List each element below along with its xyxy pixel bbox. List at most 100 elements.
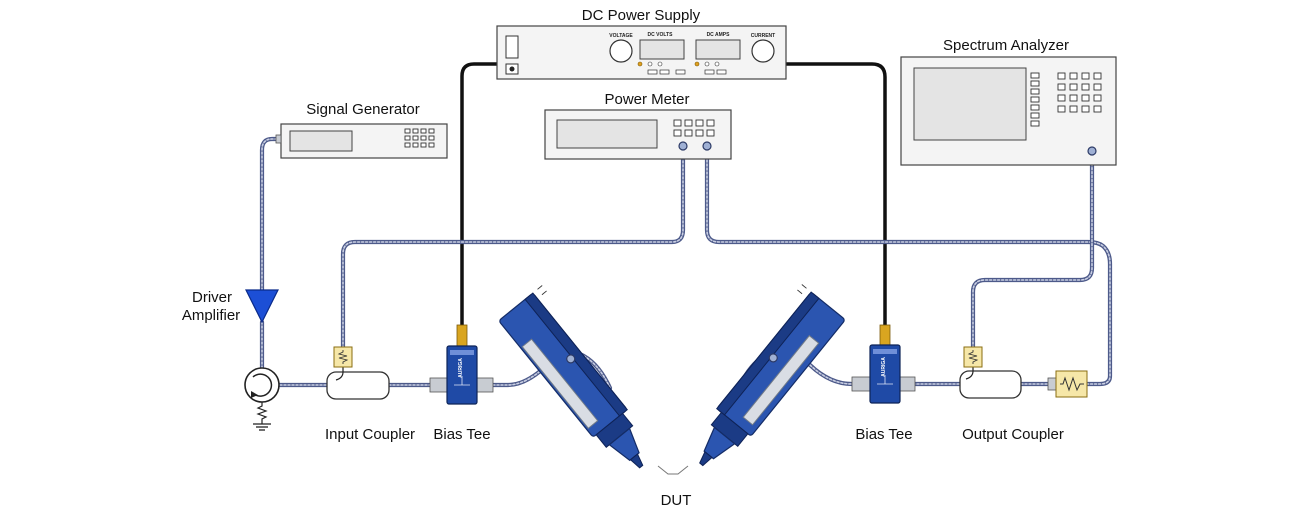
- spectrum-analyzer-key: [1069, 72, 1078, 80]
- driver-amplifier: Driver Amplifier: [182, 289, 279, 324]
- spectrum-analyzer-key: [1093, 72, 1102, 80]
- output-coupler-label: Output Coupler: [962, 426, 1064, 443]
- coax-siggen-to-driver: [259, 136, 284, 293]
- bias-tee-right-brand: AURIGA: [881, 357, 887, 377]
- output-coupler: Output Coupler: [959, 346, 1064, 443]
- dut: DUT: [657, 465, 692, 509]
- power-meter-key: [695, 119, 704, 127]
- spectrum-analyzer-softkey: [1030, 120, 1040, 127]
- spectrum-analyzer-softkey: [1030, 104, 1040, 111]
- probe-left-slide: [521, 338, 599, 430]
- spectrum-analyzer-key: [1093, 105, 1102, 113]
- spectrum-analyzer-key: [1081, 105, 1090, 113]
- signal-generator-keypad: [404, 128, 435, 148]
- probe-left-body: [499, 293, 627, 437]
- probe-left: [499, 285, 644, 469]
- bias-tee-left-body: [446, 345, 478, 405]
- circulator-termination: [253, 402, 271, 431]
- current-knob-label: CURRENT: [751, 33, 775, 39]
- bias-tee-left-brand: AURIGA: [458, 358, 464, 378]
- circulator: [244, 367, 280, 431]
- output-attenuator: [1047, 370, 1088, 398]
- driver-amplifier-triangle: [245, 289, 279, 324]
- signal-generator-key: [420, 135, 427, 141]
- spectrum-analyzer-softkeys: [1030, 72, 1040, 127]
- probe-right-slide: [742, 334, 820, 426]
- voltage-knob-label: VOLTAGE: [609, 33, 633, 39]
- dc-cable-left: [460, 62, 499, 328]
- bias-tee-left-label: Bias Tee: [433, 426, 490, 443]
- power-switch: [505, 35, 519, 59]
- input-coupler-label: Input Coupler: [325, 426, 415, 443]
- dc-volts-display: [639, 39, 685, 60]
- spectrum-analyzer-key: [1069, 94, 1078, 102]
- power-meter-key: [706, 119, 715, 127]
- spectrum-analyzer-key: [1057, 105, 1066, 113]
- bias-tee-right-body: [869, 344, 901, 404]
- signal-generator-key: [412, 135, 419, 141]
- dc-cable-right: [784, 62, 887, 328]
- signal-generator-key: [428, 128, 435, 134]
- spectrum-analyzer-key: [1057, 94, 1066, 102]
- signal-generator-key: [428, 142, 435, 148]
- dut-label: DUT: [661, 492, 692, 509]
- signal-generator-key: [404, 128, 411, 134]
- spectrum-analyzer-key: [1081, 83, 1090, 91]
- power-meter-key: [706, 129, 715, 137]
- spectrum-analyzer-key: [1081, 72, 1090, 80]
- spectrum-analyzer-key: [1069, 105, 1078, 113]
- spectrum-analyzer-key: [1093, 94, 1102, 102]
- signal-generator-key: [404, 142, 411, 148]
- spectrum-analyzer-key: [1057, 83, 1066, 91]
- dc-power-supply: VOLTAGE CURRENT DC VOLTS DC AMPS DC Powe…: [496, 7, 787, 80]
- voltage-knob: [609, 39, 633, 63]
- spectrum-analyzer-display: [913, 67, 1027, 141]
- power-meter: Power Meter: [544, 91, 732, 160]
- spectrum-analyzer-label: Spectrum Analyzer: [943, 37, 1069, 54]
- signal-generator-key: [412, 142, 419, 148]
- power-meter-port-2: [702, 141, 712, 151]
- driver-amplifier-label-line2: Amplifier: [182, 307, 240, 324]
- dc-amps-display: [695, 39, 741, 60]
- input-coupler: Input Coupler: [325, 346, 415, 443]
- spectrum-analyzer-softkey: [1030, 80, 1040, 87]
- power-meter-port-1: [678, 141, 688, 151]
- signal-generator-key: [420, 128, 427, 134]
- spectrum-analyzer: Spectrum Analyzer: [900, 37, 1117, 166]
- circulator-body: [244, 367, 280, 403]
- current-knob: [751, 39, 775, 63]
- dc-amps-label: DC AMPS: [707, 32, 731, 38]
- signal-generator-key: [420, 142, 427, 148]
- spectrum-analyzer-softkey: [1030, 72, 1040, 79]
- spectrum-analyzer-key: [1081, 94, 1090, 102]
- spectrum-analyzer-softkey: [1030, 88, 1040, 95]
- power-meter-key: [673, 129, 682, 137]
- bias-tee-right-label: Bias Tee: [855, 426, 912, 443]
- bias-tee-right: AURIGA Bias Tee: [851, 324, 916, 443]
- spectrum-analyzer-port: [1087, 146, 1097, 156]
- driver-amplifier-label-line1: Driver: [192, 289, 232, 306]
- bias-tee-left-rf-in: [429, 377, 449, 393]
- input-coupler-body: [326, 371, 390, 400]
- dc-cables: [460, 62, 887, 328]
- dc-power-supply-label: DC Power Supply: [582, 7, 701, 24]
- power-meter-label: Power Meter: [604, 91, 689, 108]
- spectrum-analyzer-softkey: [1030, 96, 1040, 103]
- dc-volts-label: DC VOLTS: [648, 32, 674, 38]
- coax-output-coupler-to-spectrum-analyzer: [970, 149, 1095, 351]
- bias-tee-right-dc-port: [879, 324, 891, 348]
- signal-generator-key: [412, 128, 419, 134]
- bias-tee-left: AURIGA Bias Tee: [429, 324, 494, 443]
- signal-generator: Signal Generator: [275, 101, 448, 159]
- probe-right: [699, 284, 845, 467]
- power-meter-key: [684, 129, 693, 137]
- coax-cables: [259, 136, 1113, 391]
- bias-tee-left-dc-port: [456, 324, 468, 348]
- power-meter-display: [556, 119, 658, 149]
- signal-generator-display: [289, 130, 353, 152]
- signal-generator-label: Signal Generator: [306, 101, 419, 118]
- signal-generator-key: [428, 135, 435, 141]
- bias-tee-left-rf-out: [474, 377, 494, 393]
